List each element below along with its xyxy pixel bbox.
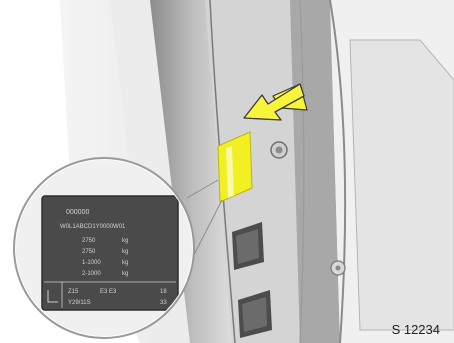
- plate-row-left: 2-1000: [82, 271, 101, 277]
- plate-footer-trim: 33: [160, 300, 167, 306]
- plate-row-right: kg: [122, 238, 128, 244]
- plate-footer-code2: E3 E3: [100, 289, 117, 295]
- plate-footer-code1: Z15: [68, 289, 79, 295]
- plate-header: 000000: [66, 209, 89, 216]
- plate-row-left: 2750: [82, 238, 96, 244]
- plate-vin: W0L1ABCD1Y0000W01: [60, 224, 126, 230]
- figure-reference: S 12234: [392, 322, 440, 337]
- plate-footer-paint: Y29/11S: [68, 300, 91, 306]
- plate-row-right: kg: [122, 271, 128, 277]
- plate-footer-code3: 18: [160, 289, 167, 295]
- plate-row-right: kg: [122, 249, 128, 255]
- plate-row-left: 2750: [82, 249, 96, 255]
- plate-row-left: 1-1000: [82, 260, 101, 266]
- plate-row-right: kg: [122, 260, 128, 266]
